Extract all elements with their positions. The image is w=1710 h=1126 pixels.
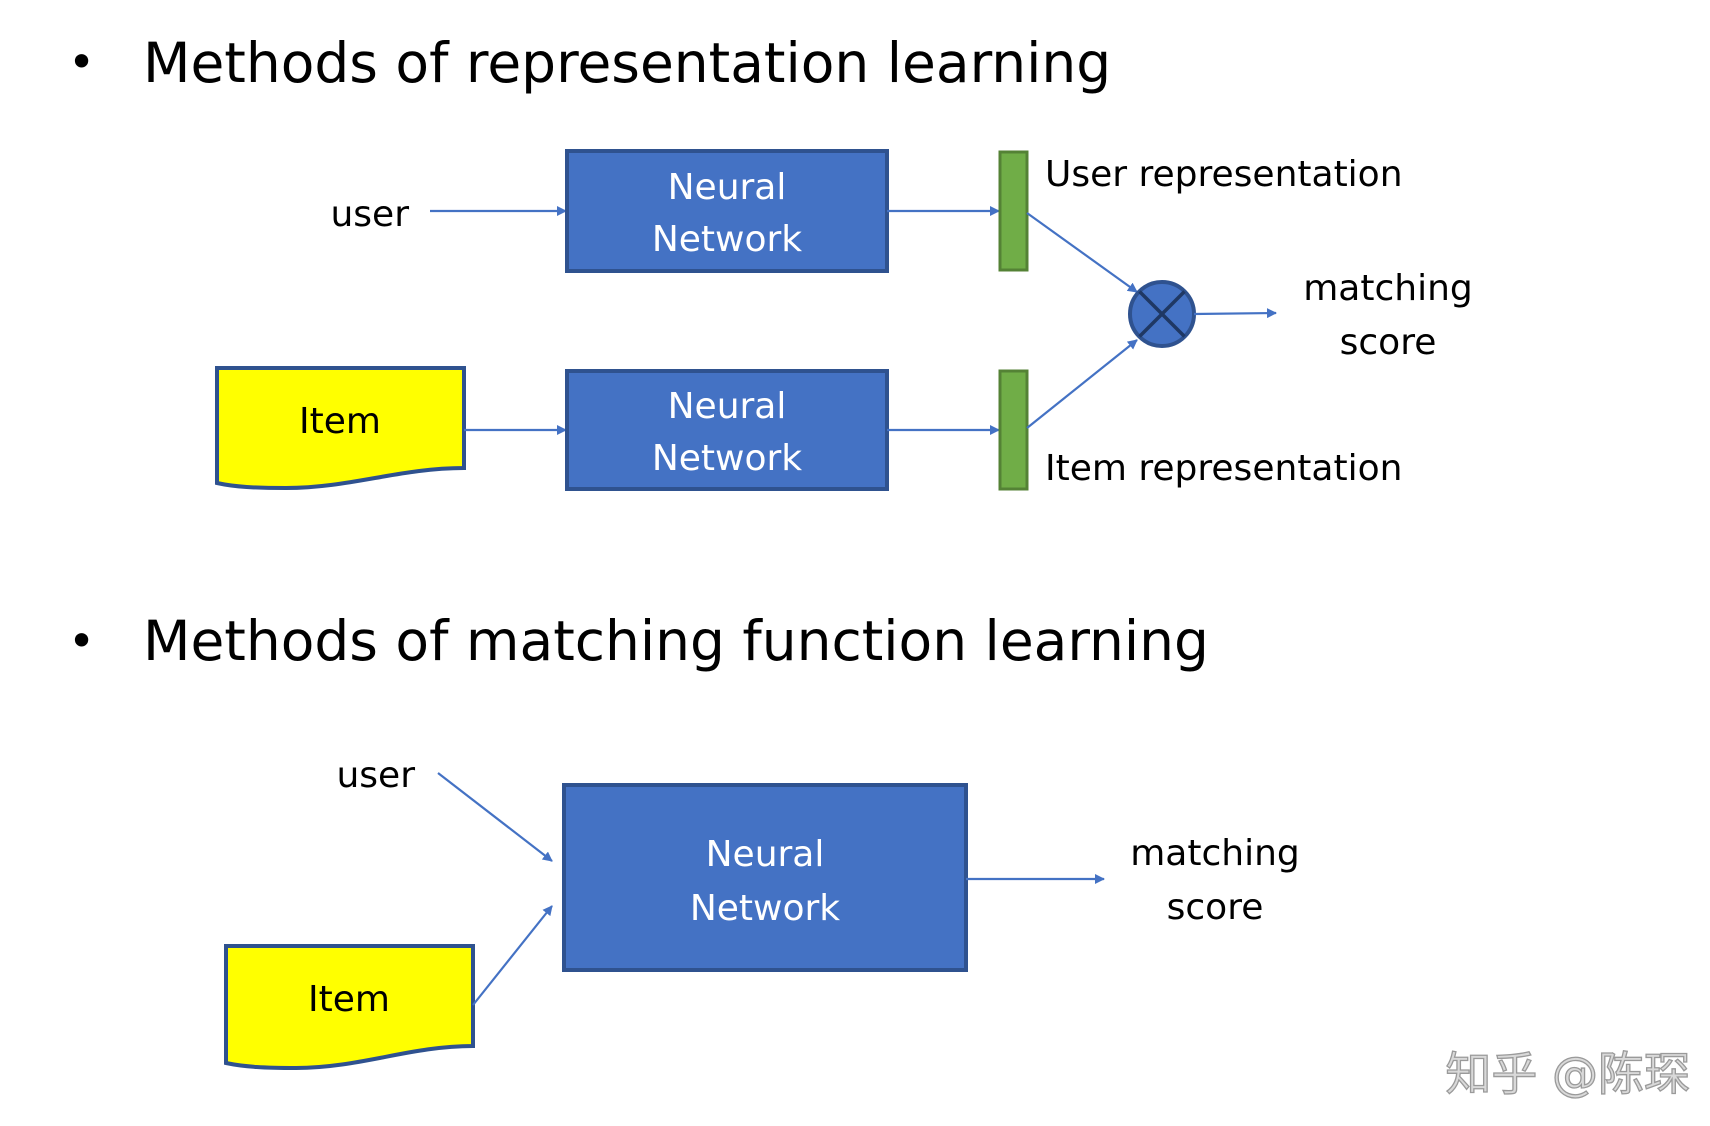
arrow-item-to-network-2 <box>472 905 553 1006</box>
bullet-1: • <box>68 35 95 89</box>
user-label: user <box>330 194 409 235</box>
network-label-2-line2: Network <box>690 888 840 929</box>
item-representation-label: Item representation <box>1045 448 1402 489</box>
item-document-shape <box>215 366 466 491</box>
watermark: 知乎 @陈琛 <box>1445 1047 1690 1101</box>
item-representation-vector <box>998 369 1029 491</box>
user-network-label-line2: Network <box>652 219 802 260</box>
network-label-2-line1: Neural <box>706 834 825 875</box>
user-network-label-line1: Neural <box>668 167 787 208</box>
heading-representation-learning: Methods of representation learning <box>143 31 1111 95</box>
circled-times-icon <box>1128 280 1196 348</box>
arrow-item-vector-to-operator <box>1026 339 1138 429</box>
item-label-2: Item <box>308 979 390 1020</box>
section-representation-learning: • Methods of representation learning use… <box>68 31 1473 491</box>
item-network-label-line2: Network <box>652 438 802 479</box>
arrow-user-to-network-2 <box>437 772 553 862</box>
user-representation-label: User representation <box>1045 154 1403 195</box>
matching-score-label-2-line2: score <box>1167 887 1264 928</box>
neural-network-box-2 <box>562 783 968 972</box>
item-label: Item <box>299 401 381 442</box>
section-matching-function-learning: • Methods of matching function learning … <box>68 609 1300 1071</box>
heading-matching-function-learning: Methods of matching function learning <box>143 609 1209 673</box>
bullet-2: • <box>68 614 95 668</box>
arrow-user-vector-to-operator <box>1026 212 1138 293</box>
item-network-label-line1: Neural <box>668 386 787 427</box>
item-document-shape-2 <box>224 944 475 1071</box>
matching-score-label-2-line1: matching <box>1130 833 1300 874</box>
arrow-operator-to-score <box>1193 308 1277 319</box>
user-representation-vector <box>998 150 1029 272</box>
user-label-2: user <box>336 755 415 796</box>
matching-score-label-line1: matching <box>1303 268 1473 309</box>
matching-score-label-line2: score <box>1340 322 1437 363</box>
